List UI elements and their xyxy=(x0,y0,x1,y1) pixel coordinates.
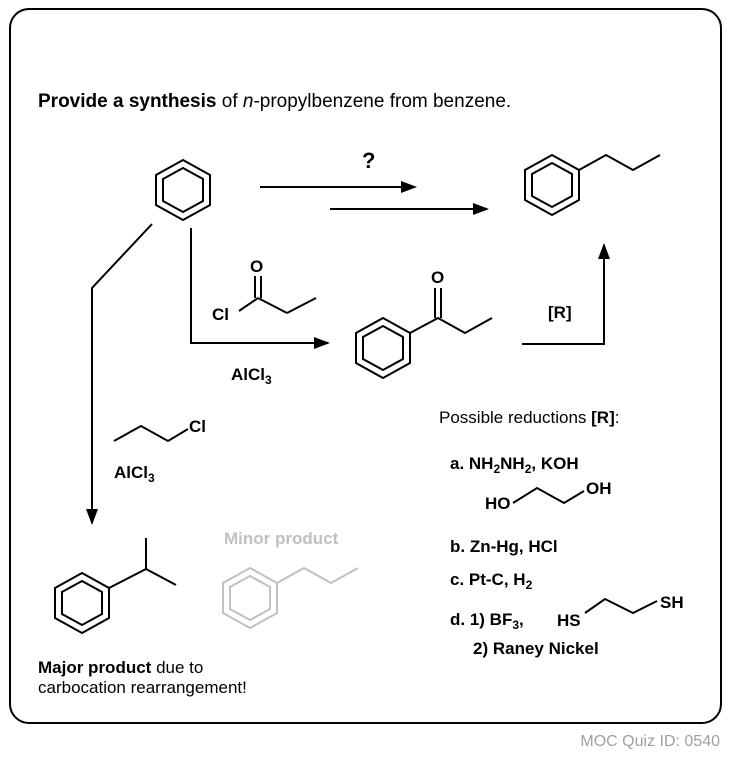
question-text: Provide a synthesis of n-propylbenzene f… xyxy=(38,92,511,111)
reduction-option-b: b. Zn-Hg, HCl xyxy=(450,537,558,556)
dithiol-sh-label: SH xyxy=(660,593,684,612)
reduction-option-c: c. Pt-C, H2 xyxy=(450,570,533,592)
n-propylbenzene-minor xyxy=(222,566,359,630)
reductions-r-label: [R] xyxy=(591,408,615,427)
acyl-oxygen-label: O xyxy=(250,257,264,276)
glycol-oh-label: OH xyxy=(586,479,612,498)
major-product-caption: Major product due to carbocation rearran… xyxy=(38,658,247,697)
benzene-start xyxy=(155,158,211,222)
alcl3-alkylation-label: AlCl3 xyxy=(114,463,155,485)
arrow-alkylation xyxy=(86,223,153,525)
reduction-option-a: a. NH2NH2, KOH xyxy=(450,454,579,476)
question-bold: Provide a synthesis xyxy=(38,91,217,112)
propanoyl-chloride xyxy=(238,276,317,314)
major-product-line2: carbocation rearrangement! xyxy=(38,678,247,697)
ethanedithiol xyxy=(584,597,658,615)
arrow-reduction xyxy=(522,243,610,345)
reduction-option-d1: d. 1) BF3, xyxy=(450,610,524,632)
question-rest: -propylbenzene from benzene. xyxy=(253,91,512,112)
arrow-acylation xyxy=(190,228,330,349)
dithiol-hs-label: HS xyxy=(557,611,581,630)
n-propylbenzene-target xyxy=(524,153,661,217)
reduction-label: [R] xyxy=(548,303,572,322)
glycol-ho-label: HO xyxy=(485,494,511,513)
quiz-frame xyxy=(9,8,722,724)
major-product-bold: Major product xyxy=(38,658,152,677)
propiophenone xyxy=(355,288,493,380)
question-italic: n xyxy=(242,91,254,112)
minor-product-label: Minor product xyxy=(224,529,339,548)
reduction-option-d2: 2) Raney Nickel xyxy=(473,639,599,658)
reductions-heading: Possible reductions [R]: xyxy=(439,408,620,427)
ethylene-glycol xyxy=(512,486,585,505)
question-of: of xyxy=(216,91,243,112)
ketone-oxygen-label: O xyxy=(431,268,445,287)
cumene-major xyxy=(54,538,177,635)
alcl3-acylation-label: AlCl3 xyxy=(231,365,272,387)
unknown-mark: ? xyxy=(362,148,376,173)
quiz-id-footer: MOC Quiz ID: 0540 xyxy=(580,733,720,750)
propyl-chlorine-label: Cl xyxy=(189,417,206,436)
1-chloropropane xyxy=(113,424,189,443)
acyl-chlorine-label: Cl xyxy=(212,305,229,324)
